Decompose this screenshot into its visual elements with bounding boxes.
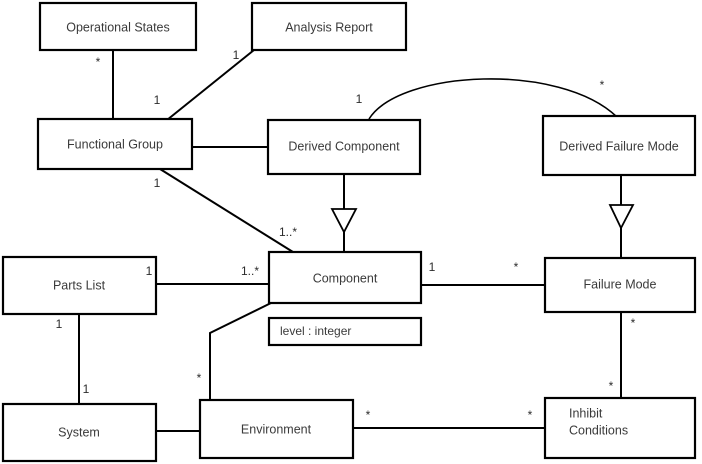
- multiplicity-label-system-top: 1: [83, 382, 90, 396]
- class-box-inhibit-conditions[interactable]: Inhibit Conditions: [543, 396, 697, 460]
- class-label-functional-group: Functional Group: [67, 137, 163, 151]
- class-rect-analysis-report: [250, 1, 408, 52]
- association-component-environment: [209, 302, 272, 400]
- class-rect-inhibit-conditions: [543, 396, 697, 460]
- attribute-label-component-level: level : integer: [280, 324, 351, 338]
- multiplicity-label-parts-list-right: 1: [146, 264, 153, 278]
- multiplicity-label-component-top-left: 1..*: [279, 225, 297, 239]
- class-label-failure-mode: Failure Mode: [584, 277, 657, 291]
- multiplicity-label-operational-states: *: [96, 55, 101, 69]
- class-box-parts-list[interactable]: Parts List: [1, 255, 158, 316]
- class-box-environment[interactable]: Environment: [198, 398, 355, 460]
- class-label-component: Component: [313, 271, 378, 285]
- class-box-component[interactable]: Component level : integer: [267, 250, 423, 347]
- multiplicity-label-failure-mode-bottom: *: [631, 316, 636, 330]
- association-derived-component-derived-failure-mode: [368, 78, 618, 120]
- multiplicity-label-parts-list-bottom: 1: [56, 317, 63, 331]
- class-rect-environment: [198, 398, 355, 460]
- multiplicity-label-failure-mode-left: *: [514, 260, 519, 274]
- class-rect-system: [1, 402, 158, 463]
- class-label-inhibit-conditions-line1: Inhibit: [569, 406, 603, 420]
- multiplicity-label-derived-failure-mode-arc: *: [600, 78, 605, 92]
- class-rect-derived-component: [266, 118, 422, 176]
- class-box-derived-component[interactable]: Derived Component: [266, 118, 422, 176]
- multiplicity-label-analysis-report: 1: [233, 48, 240, 62]
- class-box-derived-failure-mode[interactable]: Derived Failure Mode: [541, 114, 697, 177]
- class-label-analysis-report: Analysis Report: [285, 20, 373, 34]
- class-rect-component: [267, 250, 423, 305]
- multiplicity-label-inhibit-conditions-top: *: [609, 379, 614, 393]
- class-rect-parts-list: [1, 255, 158, 316]
- class-label-derived-component: Derived Component: [288, 139, 400, 153]
- generalization-triangle-derived-component: [330, 208, 358, 234]
- multiplicity-label-derived-component-arc: 1: [356, 92, 363, 106]
- class-box-analysis-report[interactable]: Analysis Report: [250, 1, 408, 52]
- class-rect-derived-failure-mode: [541, 114, 697, 177]
- class-label-inhibit-conditions-line2: Conditions: [569, 423, 628, 437]
- multiplicity-label-component-right: 1: [429, 260, 436, 274]
- class-box-operational-states[interactable]: Operational States: [38, 1, 198, 52]
- class-box-failure-mode[interactable]: Failure Mode: [543, 256, 697, 314]
- association-analysis-report-functional-group: [166, 49, 255, 121]
- multiplicity-label-environment-right: *: [366, 408, 371, 422]
- class-label-parts-list: Parts List: [53, 278, 106, 292]
- multiplicity-label-functional-group-top: 1: [154, 93, 161, 107]
- multiplicity-label-environment-top: *: [197, 371, 202, 385]
- multiplicity-label-functional-group-bottom: 1: [154, 176, 161, 190]
- class-box-functional-group[interactable]: Functional Group: [36, 117, 194, 171]
- multiplicity-label-inhibit-conditions-left: *: [528, 408, 533, 422]
- class-label-system: System: [58, 425, 100, 439]
- class-rect-component-attributes: [267, 316, 423, 347]
- association-functional-group-component: [159, 168, 294, 253]
- class-rect-operational-states: [38, 1, 198, 52]
- class-label-environment: Environment: [241, 422, 312, 436]
- class-rect-functional-group: [36, 117, 194, 171]
- class-label-derived-failure-mode: Derived Failure Mode: [559, 139, 679, 153]
- multiplicity-label-component-left: 1..*: [241, 264, 259, 278]
- class-rect-failure-mode: [543, 256, 697, 314]
- generalization-triangle-derived-failure-mode: [608, 204, 635, 231]
- class-box-system[interactable]: System: [1, 402, 158, 463]
- class-label-operational-states: Operational States: [66, 20, 170, 34]
